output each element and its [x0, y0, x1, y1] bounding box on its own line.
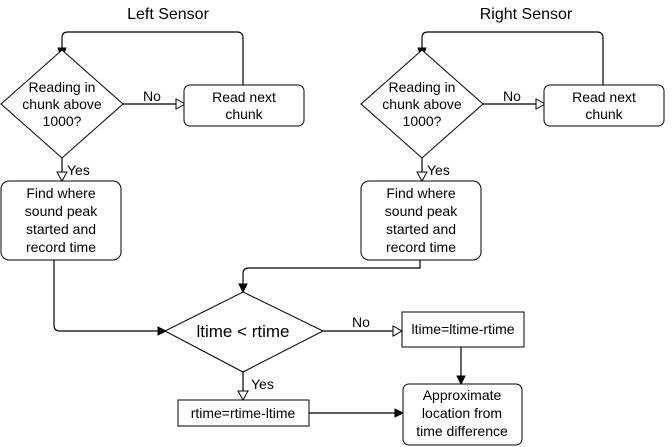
result-line-2: location from [422, 405, 502, 421]
right-read-next-line-1: Read next [572, 89, 636, 105]
result-line-1: Approximate [423, 387, 502, 403]
right-sensor-title: Right Sensor [480, 6, 573, 23]
right-read-next-box: Read next chunk [543, 84, 665, 127]
left-to-compare-line [53, 260, 160, 332]
left-find-peak-line-2: sound peak [25, 203, 98, 219]
no-action-to-result-arrowhead [456, 375, 466, 386]
right-decision-line-2: chunk above [382, 96, 462, 112]
no-action-label: ltime=ltime-rtime [411, 321, 514, 337]
left-read-next-line-1: Read next [212, 89, 276, 105]
left-find-peak-line-4: record time [26, 239, 96, 255]
right-yes-arrowhead [416, 171, 428, 183]
left-decision-line-3: 1000? [43, 113, 82, 129]
right-decision-line-1: Reading in [389, 79, 456, 95]
compare-yes-arrowhead [237, 390, 249, 402]
left-decision: Reading in chunk above 1000? [0, 49, 124, 159]
left-no-arrowhead [175, 98, 187, 110]
right-decision: Reading in chunk above 1000? [360, 49, 484, 159]
left-to-compare-arrowhead [157, 326, 168, 336]
connectors [53, 31, 604, 414]
left-decision-line-2: chunk above [22, 96, 102, 112]
right-decision-line-3: 1000? [403, 113, 442, 129]
compare-no-label: No [352, 314, 370, 330]
right-loop-line [421, 31, 604, 97]
left-no-label: No [143, 88, 161, 104]
right-no-arrowhead [535, 98, 547, 110]
right-find-peak-box: Find where sound peak started and record… [360, 180, 482, 261]
left-loop-line [61, 31, 244, 97]
compare-decision-label: ltime < rtime [196, 322, 289, 341]
right-to-compare-arrowhead [238, 283, 248, 294]
left-sensor-title: Left Sensor [127, 6, 210, 23]
left-find-peak-line-1: Find where [26, 185, 95, 201]
left-read-next-line-2: chunk [225, 106, 263, 122]
yes-action-to-result-arrowhead [394, 408, 405, 418]
left-find-peak-line-3: started and [26, 221, 96, 237]
left-decision-line-1: Reading in [29, 79, 96, 95]
right-yes-label: Yes [427, 162, 450, 178]
right-read-next-line-2: chunk [585, 106, 623, 122]
right-no-label: No [503, 88, 521, 104]
result-box: Approximate location from time differenc… [402, 383, 523, 446]
right-to-compare-line [242, 260, 421, 285]
yes-action-label: rtime=rtime-ltime [191, 405, 296, 421]
right-find-peak-line-2: sound peak [385, 203, 458, 219]
left-yes-arrowhead [56, 171, 68, 183]
left-yes-label: Yes [67, 162, 90, 178]
right-find-peak-line-1: Find where [386, 185, 455, 201]
right-find-peak-line-4: record time [386, 239, 456, 255]
no-action-box: ltime=ltime-rtime [401, 311, 525, 348]
compare-decision: ltime < rtime [163, 291, 325, 373]
yes-action-box: rtime=rtime-ltime [177, 399, 310, 427]
left-find-peak-box: Find where sound peak started and record… [0, 180, 122, 261]
left-read-next-box: Read next chunk [183, 84, 305, 127]
compare-yes-label: Yes [251, 376, 274, 392]
result-line-3: time difference [416, 423, 508, 439]
right-find-peak-line-3: started and [386, 221, 456, 237]
compare-no-arrowhead [392, 325, 404, 337]
